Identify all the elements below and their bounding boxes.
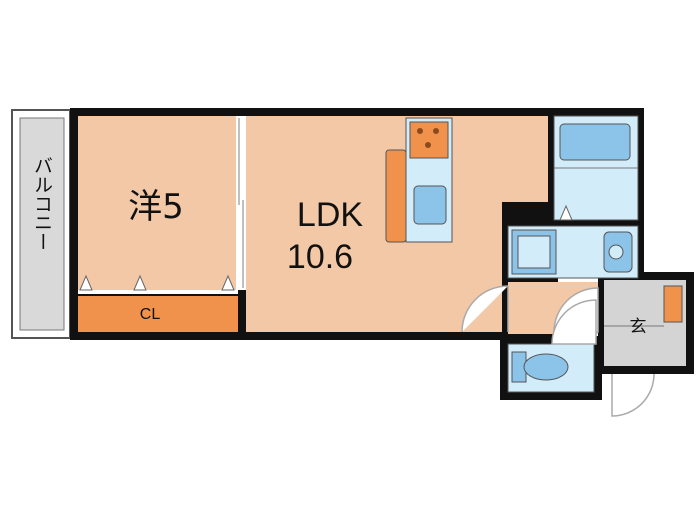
- balcony: [11, 109, 71, 339]
- closet-floor: [78, 296, 238, 332]
- burner: [425, 142, 431, 148]
- entrance-label: 玄: [630, 317, 647, 337]
- bath-door-mark: [559, 204, 573, 221]
- washroom: [507, 225, 639, 279]
- closet-label: CL: [140, 306, 161, 323]
- kitchen-bar-counter: [385, 149, 407, 243]
- closet: CL: [78, 290, 238, 332]
- burner: [417, 128, 423, 134]
- toilet-door-swing: [551, 299, 597, 345]
- toilet-room: [507, 343, 595, 393]
- bathroom: [553, 115, 639, 221]
- toilet-bowl: [523, 353, 569, 381]
- western-room-floor: [78, 116, 238, 290]
- ldk-label: LDK: [297, 196, 363, 234]
- kitchen-sink: [413, 185, 447, 225]
- entrance: 玄: [604, 280, 686, 366]
- western-room-label: 洋5: [128, 187, 184, 227]
- stove: [409, 121, 449, 159]
- basin-bowl: [608, 244, 624, 260]
- entrance-door-swing: [611, 373, 655, 417]
- sliding-partition: [236, 116, 246, 290]
- ldk-size: 10.6: [287, 238, 353, 276]
- hallway-door-swing: [461, 285, 509, 333]
- partition-gap: [236, 116, 246, 290]
- bathtub: [559, 123, 631, 161]
- washing-machine-inner: [517, 235, 551, 269]
- kitchen: [385, 117, 453, 243]
- closet-door-marks: [79, 274, 235, 291]
- shoe-cabinet: [663, 285, 683, 323]
- balcony-floor: [19, 117, 65, 331]
- balcony-label: バルコニー: [31, 156, 53, 251]
- burner: [433, 128, 439, 134]
